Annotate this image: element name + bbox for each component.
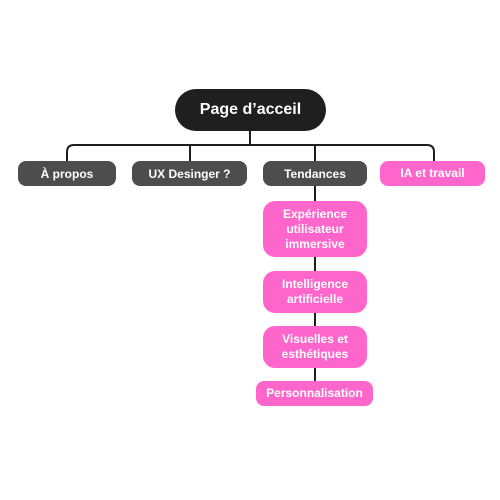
child-node-line: immersive [285, 236, 345, 251]
child-node-line: Personnalisation [266, 386, 363, 400]
child-node-experience-utilisateur: Expérience utilisateur immersive [263, 201, 367, 257]
branch-node-tendances: Tendances [263, 161, 367, 186]
child-node-line: utilisateur [286, 221, 344, 236]
branch-node-ux-designer: UX Desinger ? [132, 161, 247, 186]
branch-node-a-propos: À propos [18, 161, 116, 186]
child-node-line: esthétiques [281, 347, 349, 361]
branch-node-label: À propos [40, 166, 94, 181]
connector-branch-bar [66, 144, 435, 161]
child-node-intelligence-artificielle: Intelligence artificielle [263, 271, 367, 313]
branch-node-ia-et-travail: IA et travail [380, 161, 485, 186]
child-node-personnalisation: Personnalisation [256, 381, 373, 406]
branch-node-label: UX Desinger ? [148, 166, 231, 181]
child-node-line: Visuelles et [282, 332, 348, 346]
child-node-line: Intelligence [281, 277, 349, 291]
branch-node-label: IA et travail [400, 166, 465, 180]
root-node-page-accueil: Page d’acceil [175, 89, 326, 131]
child-node-visuelles-esthetiques: Visuelles et esthétiques [263, 326, 367, 368]
root-node-label: Page d’acceil [199, 101, 302, 118]
child-node-line: Expérience [282, 206, 348, 221]
child-node-line: artificielle [286, 292, 344, 306]
branch-node-label: Tendances [284, 166, 346, 181]
